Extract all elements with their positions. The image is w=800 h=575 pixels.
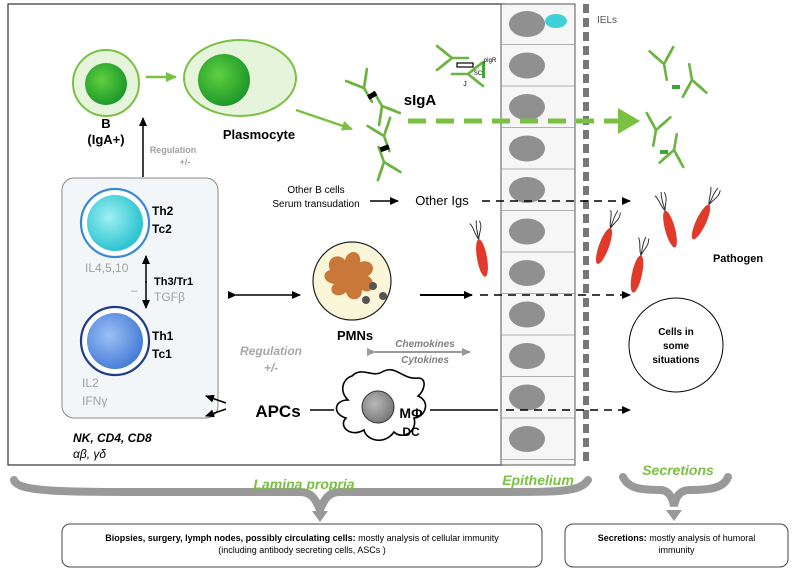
ab-gd-label: αβ, γδ: [73, 447, 106, 461]
epithelium-cell-nucleus: [509, 11, 545, 37]
epithelium-label: Epithelium: [502, 472, 574, 488]
lamina-propria-label: Lamina propria: [253, 476, 354, 492]
epithelium-cell-nucleus: [509, 426, 545, 452]
chemokines-label: Chemokines: [395, 339, 455, 350]
lamina-brace-arrowhead: [312, 511, 328, 522]
tgfb-label: TGFβ: [154, 290, 185, 304]
regulation-top-sign: +/-: [180, 157, 191, 167]
nk-label: NK, CD4, CD8: [73, 431, 152, 445]
other-igs-label: Other Igs: [415, 193, 469, 208]
secreted-siga-1: [648, 45, 708, 99]
humoral-analysis-rest: mostly analysis of humoral: [646, 533, 756, 543]
sc-label: SC: [474, 71, 483, 77]
epithelium-cell-nucleus: [509, 384, 545, 411]
secreted-siga-2: [640, 111, 690, 169]
plasmocyte-to-siga-arrow: [295, 108, 353, 131]
pigr-label: pIgR: [484, 58, 497, 64]
ifng-label: IFNγ: [82, 394, 107, 408]
b-cell-iga-label: (IgA+): [87, 132, 124, 147]
secretions-label: Secretions: [642, 462, 714, 478]
cytokines-label: Cytokines: [401, 355, 449, 366]
regulation-mid-label: Regulation: [240, 344, 302, 358]
serum-transudation-label: Serum transudation: [272, 199, 359, 210]
humoral-analysis-box: [564, 523, 789, 568]
siga-label: sIgA: [404, 92, 437, 109]
iga-dimer-2: [365, 116, 403, 182]
pathogen-label: Pathogen: [713, 253, 763, 265]
lamina-epithelium-brace: [10, 476, 592, 521]
iel-cell: [545, 14, 567, 28]
cells-some-line2: some: [663, 341, 690, 352]
epithelium-column: [500, 3, 589, 466]
humoral-analysis-line2: immunity: [658, 545, 695, 555]
cellular-analysis-line2: (including antibody secreting cells, ASC…: [218, 545, 386, 555]
pmn-cell: [312, 241, 392, 321]
cellular-analysis-box: [61, 523, 543, 568]
cellular-analysis-bold: Biopsies, surgery, lymph nodes, possibly…: [105, 533, 356, 543]
th1-cell: [79, 305, 151, 377]
iga-dimer-1: [344, 67, 402, 127]
epithelium-cell-nucleus: [509, 52, 545, 79]
plasmocyte-label: Plasmocyte: [223, 127, 295, 142]
th3tr1-label: Th3/Tr1: [154, 276, 193, 288]
epithelium-cell-nucleus: [509, 343, 545, 369]
siga-pigr-complex: [435, 44, 485, 88]
epithelium-cell-nucleus: [509, 135, 545, 162]
b-cell: [72, 49, 140, 117]
tc1-label: Tc1: [152, 347, 172, 361]
b-cell-label: B: [101, 116, 110, 131]
j-label: J: [463, 81, 467, 88]
cells-some-situations-circle: [628, 297, 724, 393]
humoral-analysis-text: Secretions: mostly analysis of humoral i…: [569, 532, 784, 556]
il4510-label: IL4,5,10: [85, 261, 129, 275]
pmns-label: PMNs: [337, 328, 373, 343]
th2-label: Th2: [152, 204, 174, 218]
macrophage-cell: [335, 369, 427, 441]
secretions-brace-arrowhead: [666, 510, 682, 521]
mphi-label: MΦ: [399, 405, 423, 421]
epithelium-cell-nucleus: [509, 94, 545, 120]
th2-cell: [79, 187, 151, 259]
minus-sign: –: [131, 283, 138, 297]
epithelium-cell-nucleus: [509, 260, 545, 286]
epithelium-cell-nucleus: [509, 301, 545, 328]
cells-some-line3: situations: [652, 355, 700, 366]
plasmocyte-cell: [183, 39, 297, 117]
epithelium-cell-nucleus: [509, 177, 545, 203]
cells-some-line1: Cells in: [658, 327, 694, 338]
tc2-label: Tc2: [152, 222, 172, 236]
cellular-analysis-rest: mostly analysis of cellular immunity: [355, 533, 499, 543]
th1-label: Th1: [152, 329, 174, 343]
apcs-label: APCs: [255, 402, 300, 421]
regulation-mid-sign: +/-: [264, 361, 278, 375]
epithelium-cell-nucleus: [509, 218, 545, 245]
apc-arrow-up: [205, 394, 227, 404]
secretions-brace: [619, 473, 732, 507]
humoral-analysis-bold: Secretions:: [597, 533, 647, 543]
siga-transport-arrowhead: [618, 108, 640, 134]
dc-label: DC: [402, 425, 420, 439]
iels-label: IELs: [597, 15, 617, 26]
other-b-cells-label: Other B cells: [287, 185, 344, 196]
il2-label: IL2: [82, 376, 99, 390]
cellular-analysis-text: Biopsies, surgery, lymph nodes, possibly…: [66, 532, 538, 556]
regulation-top-label: Regulation: [150, 145, 197, 155]
apc-arrow-down: [205, 408, 227, 418]
